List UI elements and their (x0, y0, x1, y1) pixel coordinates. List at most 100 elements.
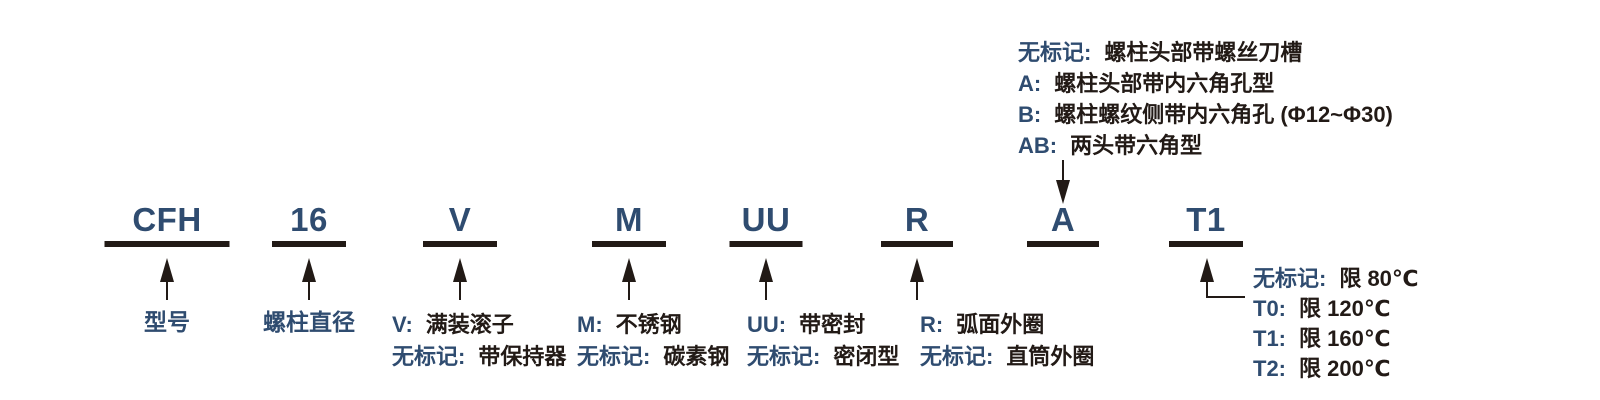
underline (881, 241, 953, 247)
arrow-head (453, 258, 467, 282)
arrow-head (302, 258, 316, 282)
legend-line: V: 满装滚子 (392, 309, 566, 341)
option-desc: 螺柱螺纹侧带内六角孔 (Φ12~Φ30) (1054, 102, 1393, 127)
arrow-head (1056, 180, 1070, 204)
up-arrow-icon (452, 258, 468, 300)
legend-key: 无标记: (392, 344, 466, 369)
legend-line: 无标记: 碳素钢 (577, 341, 729, 373)
legend-outer-ring: R: 弧面外圈 无标记: 直筒外圈 (920, 309, 1094, 373)
legend-desc: 限 80℃ (1339, 266, 1419, 291)
code-segment-r: R (881, 202, 953, 247)
legend-line: 无标记: 带保持器 (392, 341, 566, 373)
arrow-elbow-line (1207, 295, 1245, 298)
legend-key: T1: (1253, 326, 1286, 351)
code-segment-t1: T1 (1169, 202, 1243, 247)
up-arrow-icon (758, 258, 774, 300)
legend-temperature: 无标记: 限 80℃ T0: 限 120℃ T1: 限 160℃ T2: 限 200℃ (1253, 264, 1419, 384)
legend-key: 无标记: (747, 344, 821, 369)
arrow-shaft (458, 280, 462, 300)
legend-desc: 带密封 (799, 312, 866, 337)
option-desc: 螺柱头部带螺丝刀槽 (1104, 40, 1303, 65)
option-line: B: 螺柱螺纹侧带内六角孔 (Φ12~Φ30) (1018, 99, 1393, 130)
option-line: AB: 两头带六角型 (1018, 130, 1393, 161)
code-segment-m: M (592, 202, 666, 247)
option-line: A: 螺柱头部带内六角孔型 (1018, 68, 1393, 99)
legend-line: T1: 限 160℃ (1253, 324, 1419, 354)
underline (1027, 241, 1099, 247)
code-text: 16 (290, 201, 328, 238)
legend-desc: 限 160℃ (1299, 326, 1391, 351)
arrow-shaft (1061, 160, 1065, 182)
legend-key: V: (392, 312, 413, 337)
legend-key: 无标记: (920, 344, 994, 369)
arrow-shaft (165, 280, 169, 300)
legend-stud-diameter: 螺柱直径 (263, 309, 355, 335)
code-text: V (448, 201, 472, 238)
up-arrow-elbow-icon (1199, 258, 1245, 298)
legend-desc: 碳素钢 (663, 344, 730, 369)
up-arrow-icon (301, 258, 317, 300)
legend-key: UU: (747, 312, 787, 337)
arrow-head (160, 258, 174, 282)
legend-desc: 满装滚子 (425, 312, 514, 337)
legend-line: 无标记: 限 80℃ (1253, 264, 1419, 294)
underline (104, 241, 230, 247)
legend-desc: 限 200℃ (1299, 356, 1391, 381)
legend-seal: UU: 带密封 无标记: 密闭型 (747, 309, 899, 373)
arrow-shaft (307, 280, 311, 300)
legend-line: T2: 限 200℃ (1253, 354, 1419, 384)
stud-head-options-list: 无标记:螺柱头部带螺丝刀槽 A:螺柱头部带内六角孔型 B:螺柱螺纹侧带内六角孔 … (1018, 37, 1393, 161)
option-key: A: (1018, 71, 1042, 96)
legend-roller: V: 满装滚子 无标记: 带保持器 (392, 309, 566, 373)
arrow-shaft (1205, 280, 1209, 298)
underline (272, 241, 346, 247)
option-desc: 两头带六角型 (1070, 133, 1203, 158)
legend-key: 无标记: (577, 344, 651, 369)
legend-model: 型号 (144, 309, 190, 335)
legend-line: UU: 带密封 (747, 309, 899, 341)
legend-key: T0: (1253, 296, 1286, 321)
legend-key: M: (577, 312, 603, 337)
option-key: AB: (1018, 133, 1058, 158)
up-arrow-icon (621, 258, 637, 300)
down-arrow-icon (1055, 160, 1071, 204)
option-key: B: (1018, 102, 1042, 127)
underline (729, 241, 803, 247)
underline (592, 241, 666, 247)
code-text: A (1050, 201, 1076, 238)
code-segment-cfh: CFH (104, 201, 230, 247)
legend-line: M: 不锈钢 (577, 309, 729, 341)
code-text: R (904, 201, 930, 238)
option-desc: 螺柱头部带内六角孔型 (1054, 71, 1275, 96)
up-arrow-icon (159, 258, 175, 300)
underline (423, 241, 497, 247)
arrow-shaft (764, 280, 768, 300)
legend-key: T2: (1253, 356, 1286, 381)
legend-line: R: 弧面外圈 (920, 309, 1094, 341)
code-segment-v: V (423, 202, 497, 247)
code-segment-uu: UU (729, 201, 803, 247)
legend-line: T0: 限 120℃ (1253, 294, 1419, 324)
arrow-shaft (915, 280, 919, 300)
arrow-head (1200, 258, 1214, 282)
underline (1169, 241, 1243, 247)
arrow-head (910, 258, 924, 282)
legend-desc: 直筒外圈 (1006, 344, 1095, 369)
arrow-head (759, 258, 773, 282)
code-text: CFH (132, 201, 202, 238)
code-segment-a: A (1027, 202, 1099, 247)
arrow-head (622, 258, 636, 282)
code-text: UU (741, 201, 791, 238)
arrow-shaft (627, 280, 631, 300)
code-text: T1 (1186, 201, 1226, 238)
legend-desc: 弧面外圈 (956, 312, 1045, 337)
code-text: M (615, 201, 643, 238)
legend-key: 无标记: (1253, 266, 1327, 291)
legend-desc: 带保持器 (478, 344, 567, 369)
legend-key: R: (920, 312, 944, 337)
legend-desc: 密闭型 (833, 344, 900, 369)
legend-desc: 不锈钢 (615, 312, 682, 337)
code-segment-16: 16 (272, 202, 346, 247)
legend-desc: 限 120℃ (1299, 296, 1391, 321)
